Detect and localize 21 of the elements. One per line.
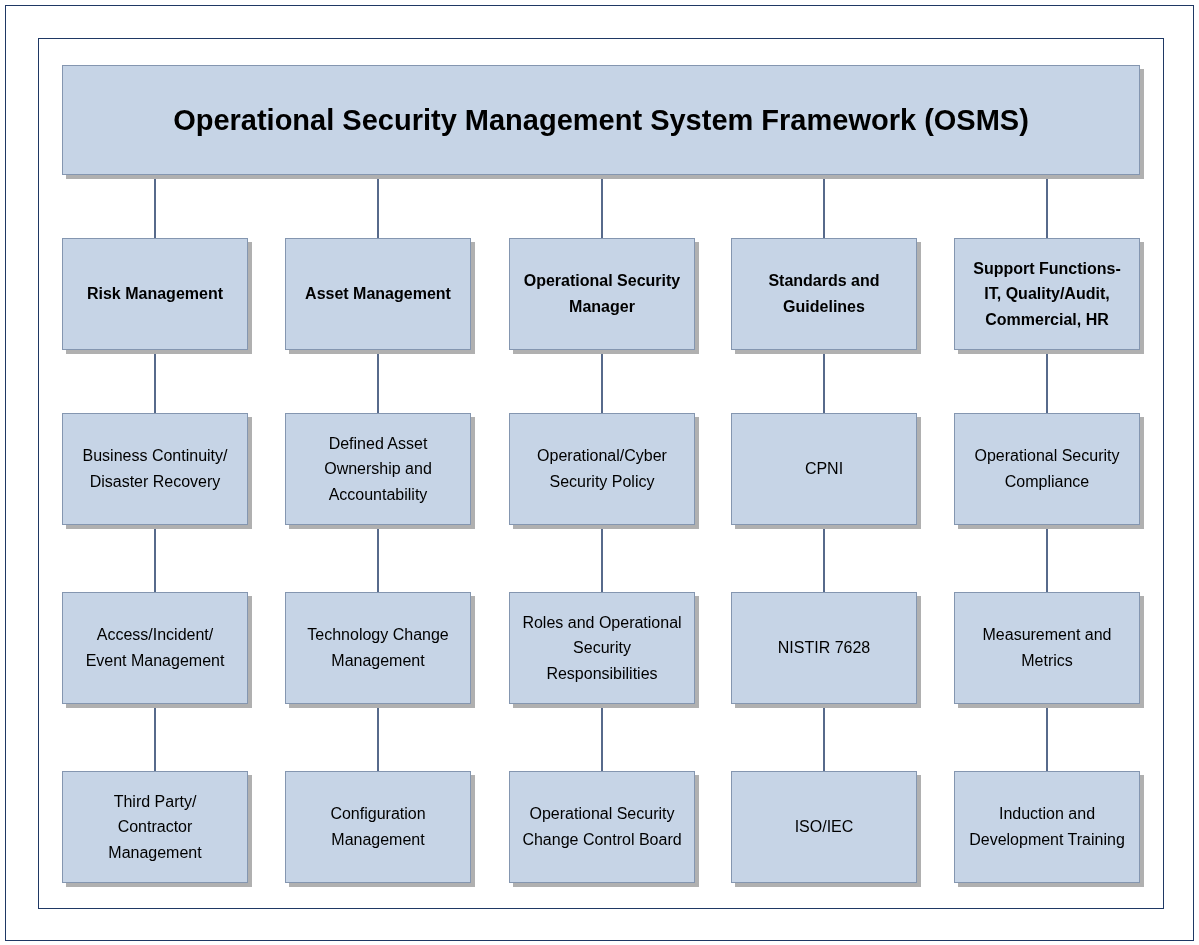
box-label: Third Party/ Contractor Management — [107, 791, 203, 863]
box-label: Risk Management — [86, 284, 223, 305]
box-label: Operational/Cyber Security Policy — [536, 446, 668, 492]
box-label: NISTIR 7628 — [777, 638, 871, 659]
box-label: ISO/IEC — [794, 817, 854, 838]
box-label: CPNI — [804, 459, 844, 480]
box-label: Roles and Operational Security Responsibilities — [522, 612, 682, 684]
box-label: Standards and Guidelines — [767, 271, 881, 317]
box-label: Asset Management — [305, 284, 451, 305]
box-label: Measurement and Metrics — [981, 625, 1113, 671]
box-label: Operational Security Compliance — [973, 446, 1121, 492]
box-label: Support Functions- IT, Quality/Audit, Commercial, HR — [972, 258, 1122, 330]
header-label: Operational Security Management System Framework (OSMS) — [173, 102, 1029, 138]
box-label: Configuration Management — [329, 804, 427, 850]
box-label: Technology Change Management — [306, 625, 450, 671]
box-label: Induction and Development Training — [968, 804, 1126, 850]
box-label: Defined Asset Ownership and Accountability — [323, 433, 433, 505]
box-label: Business Continuity/ Disaster Recovery — [81, 446, 229, 492]
box-label: Operational Security Manager — [522, 271, 682, 317]
box-label: Access/Incident/ Event Management — [84, 625, 226, 671]
box-label: Operational Security Change Control Board — [522, 804, 682, 850]
